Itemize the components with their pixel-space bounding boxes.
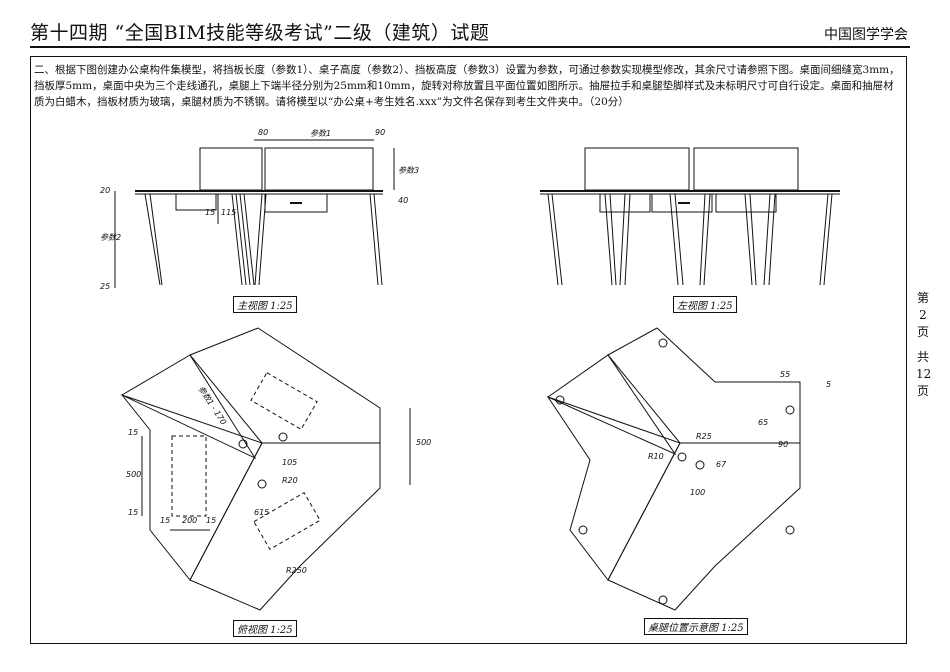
dim-115: 115: [221, 208, 237, 217]
front-leg-3: [239, 193, 255, 286]
dim-20: 20: [100, 186, 111, 195]
legs-desk-c: [546, 396, 681, 581]
top-desk-c: [120, 393, 263, 581]
leg-dot-3: [785, 405, 795, 415]
dim-90-legs: 90: [778, 440, 789, 449]
dim-r10: R10: [648, 452, 664, 461]
caption-left-view: 左视图 1:25: [673, 296, 737, 313]
dim-param1: 参数1: [310, 129, 332, 138]
title-rule: [30, 46, 910, 48]
cable-hole-3: [278, 432, 288, 442]
front-view: [114, 139, 395, 288]
drawing-frame: [30, 56, 907, 644]
organization-name: 中国图学学会: [824, 27, 908, 43]
leg-dot-8: [695, 460, 705, 470]
cable-hole-2: [257, 479, 267, 489]
dim-r25: R25: [696, 432, 712, 441]
legs-desk-a: [546, 354, 677, 456]
dim-15-d: 15: [206, 516, 217, 525]
leg-dot-6: [785, 525, 795, 535]
page-number: 2: [919, 308, 927, 322]
left-leg-1: [547, 193, 563, 286]
leg-dot-7: [677, 452, 687, 462]
total-unit: 页: [916, 384, 929, 398]
dim-param2: 参数2: [100, 233, 122, 242]
dim-r20: R20: [282, 476, 298, 485]
caption-top-view: 俯视图 1:25: [233, 620, 297, 637]
total-number: 12: [916, 367, 932, 381]
front-panel-left: [199, 147, 263, 191]
caption-leg-position-view: 桌腿位置示意图 1:25: [644, 618, 748, 635]
front-leg-4: [254, 193, 267, 286]
question-text: 二、根据下图创建办公桌构件集模型，将挡板长度（参数1）、桌子高度（参数2）、挡板…: [34, 64, 900, 108]
leg-dot-5: [658, 595, 668, 605]
dim-100: 100: [690, 488, 706, 497]
top-desk-b-upper: [189, 327, 381, 444]
dim-500-a: 500: [126, 470, 142, 479]
dim-15-front: 15: [205, 208, 216, 217]
dim-param3: 参数3: [398, 166, 420, 175]
legs-desk-b-upper: [607, 327, 801, 444]
front-drawer-left: [175, 193, 217, 211]
left-leg-7: [763, 193, 776, 286]
top-desk-a: [120, 354, 257, 460]
dim-40: 40: [398, 196, 409, 205]
left-leg-4: [669, 193, 684, 286]
drawer-outline-3: [253, 491, 321, 551]
dim-65: 65: [758, 418, 769, 427]
left-leg-3: [619, 193, 631, 286]
dim-67: 67: [716, 460, 727, 469]
front-leg-2: [231, 193, 247, 286]
dim-200: 200: [182, 516, 198, 525]
leg-dot-2: [658, 338, 668, 348]
page-indicator: 第 2 页 共 12 页: [916, 290, 932, 400]
left-leg-8: [819, 193, 833, 286]
drawer-outline-1: [171, 435, 207, 517]
top-view: [120, 327, 411, 611]
dim-5: 5: [826, 380, 832, 389]
dim-25: 25: [100, 282, 111, 291]
page-unit: 页: [916, 325, 929, 339]
dim-615: 615: [254, 508, 270, 517]
front-panel-right: [264, 147, 374, 191]
dim-55: 55: [780, 370, 791, 379]
dim-15-a: 15: [128, 428, 139, 437]
left-leg-2: [604, 193, 617, 286]
caption-front-view: 主视图 1:25: [233, 296, 297, 313]
left-leg-6: [744, 193, 757, 286]
front-leg-5: [369, 193, 383, 286]
left-panel-a: [584, 147, 690, 191]
left-panel-b: [693, 147, 799, 191]
dim-105: 105: [282, 458, 298, 467]
legs-desk-b-lower: [607, 442, 801, 611]
page-title: 第十四期 “全国BIM技能等级考试”二级（建筑）试题: [30, 22, 490, 44]
dim-90: 90: [375, 128, 386, 137]
dim-500-b: 500: [416, 438, 432, 447]
leg-dot-4: [578, 525, 588, 535]
dim-15-b: 15: [128, 508, 139, 517]
drawer-outline-2: [250, 371, 318, 431]
dim-80: 80: [258, 128, 269, 137]
leg-position-view: [546, 327, 801, 611]
left-leg-5: [699, 193, 711, 286]
left-view: [540, 147, 840, 286]
left-drawer-b: [651, 193, 713, 213]
cable-hole-1: [238, 439, 248, 449]
front-leg-1: [144, 193, 163, 286]
dim-15-c: 15: [160, 516, 171, 525]
dim-r250: R250: [286, 566, 307, 575]
page-label: 第: [916, 291, 929, 305]
total-label: 共: [916, 350, 929, 364]
leg-dot-1: [555, 395, 565, 405]
